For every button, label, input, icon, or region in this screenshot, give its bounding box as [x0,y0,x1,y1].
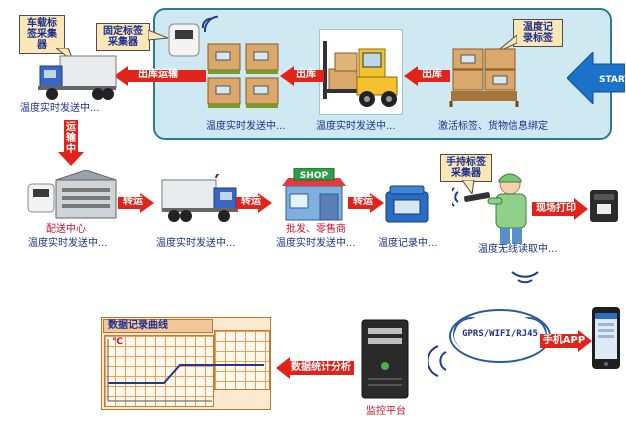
network-cloud-icon [449,309,551,363]
server-icon [361,319,409,399]
callout-line: 签采集 [27,29,57,40]
outbound-arrow-icon [280,66,324,86]
chart-grid-back [214,330,270,390]
truck-caption: 温度实时发送中... [20,103,100,114]
callout-line: 车载标 [27,18,57,29]
chart-title: 数据记录曲线 [103,319,213,333]
box-caption: 温度记录中... [378,238,438,249]
truck-icon [38,55,117,100]
dc-caption-sending: 温度实时发送中... [28,238,108,249]
temperature-curve-icon [107,339,264,402]
cargo-boxes-icon [449,48,519,107]
truck-icon [161,174,238,222]
shop-icon: SHOP [282,168,346,221]
outbound-transport-label: 出库运输 [138,69,178,80]
callout-line: 温度记 [523,22,553,33]
transfer-label: 转运 [353,196,373,207]
outbound-label: 出库 [296,69,316,80]
transport-down-arrow-icon [58,120,84,166]
analysis-arrow-icon [276,357,354,379]
callout-pointer-icon [148,30,168,41]
pallets-icon [207,43,279,108]
callout-line: 采集器 [451,168,481,179]
transfer-label: 转运 [123,196,143,207]
truck2-caption: 温度实时发送中... [156,238,236,249]
fixed-collector-callout: 固定标签 采集器 [96,23,150,51]
print-arrow-icon [532,198,588,220]
cooler-box-icon [385,185,429,223]
temp-tag-callout: 温度记 录标签 [513,19,563,47]
forklift-icon [323,41,398,107]
callout-line: 手持标签 [446,157,486,168]
transport-down-label: 运输中 [66,122,76,155]
shop-caption: 批发、零售商 [286,224,346,235]
smartphone-icon [592,307,620,369]
app-arrow-icon [540,330,592,352]
printer-icon [590,190,618,222]
distribution-center-icon [27,170,117,219]
forklift-caption: 温度实时发送中... [316,121,396,132]
shop-sign-label: SHOP [300,171,329,181]
server-caption: 监控平台 [366,406,406,417]
wireless-waves-icon [511,271,539,284]
print-label: 现场打印 [536,203,576,214]
chart-grid [104,335,214,407]
shop-caption-sending: 温度实时发送中... [276,238,356,249]
callout-line: 采集器 [108,37,138,48]
fixed-collector-icon [168,15,219,57]
bind-caption: 激活标签、货物信息绑定 [438,121,548,132]
transfer-arrow-icon [348,193,384,213]
start-arrow-icon: START [567,52,625,104]
reader-caption: 温度无线读取中... [478,244,558,255]
pallets-caption: 温度实时发送中... [206,121,286,132]
network-label: GPRS/WIFI/RJ45 [462,329,538,339]
outbound-transport-arrow-icon [114,66,206,86]
start-label: START [599,75,625,85]
callout-line: 录标签 [523,33,553,44]
callout-line: 固定标签 [103,26,143,37]
app-label: 手机APP [542,335,586,346]
callout-line: 器 [37,40,47,51]
analysis-label: 数据统计分析 [291,362,351,373]
transfer-label: 转运 [241,196,261,207]
dc-caption: 配送中心 [46,224,86,235]
outbound-label: 出库 [422,69,442,80]
wireless-waves-icon [428,345,447,377]
chart-unit: ℃ [112,337,123,347]
transfer-arrow-icon [118,193,154,213]
transfer-arrow-icon [236,193,272,213]
callout-pointer-icon [462,180,475,194]
worker-scanner-icon [452,173,527,244]
outbound-arrow-icon [404,66,450,86]
